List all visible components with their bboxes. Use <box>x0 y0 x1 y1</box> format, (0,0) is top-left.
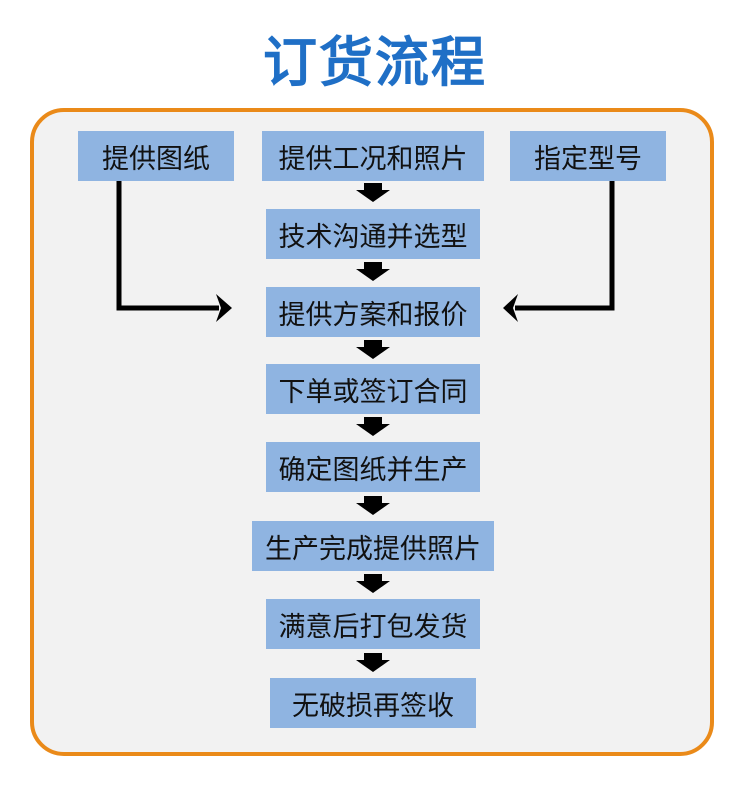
step-box: 生产完成提供照片 <box>252 521 494 571</box>
step-box: 技术沟通并选型 <box>266 209 480 259</box>
input-box-conditions-photos: 提供工况和照片 <box>262 131 484 181</box>
step-box: 下单或签订合同 <box>266 364 480 414</box>
input-box-drawings: 提供图纸 <box>78 131 234 181</box>
step-box: 提供方案和报价 <box>266 287 480 337</box>
step-box: 确定图纸并生产 <box>266 442 480 492</box>
input-box-model: 指定型号 <box>510 131 666 181</box>
step-box: 满意后打包发货 <box>266 599 480 649</box>
step-box: 无破损再签收 <box>270 678 476 728</box>
page-title: 订货流程 <box>263 31 487 94</box>
flow-frame <box>30 108 714 756</box>
